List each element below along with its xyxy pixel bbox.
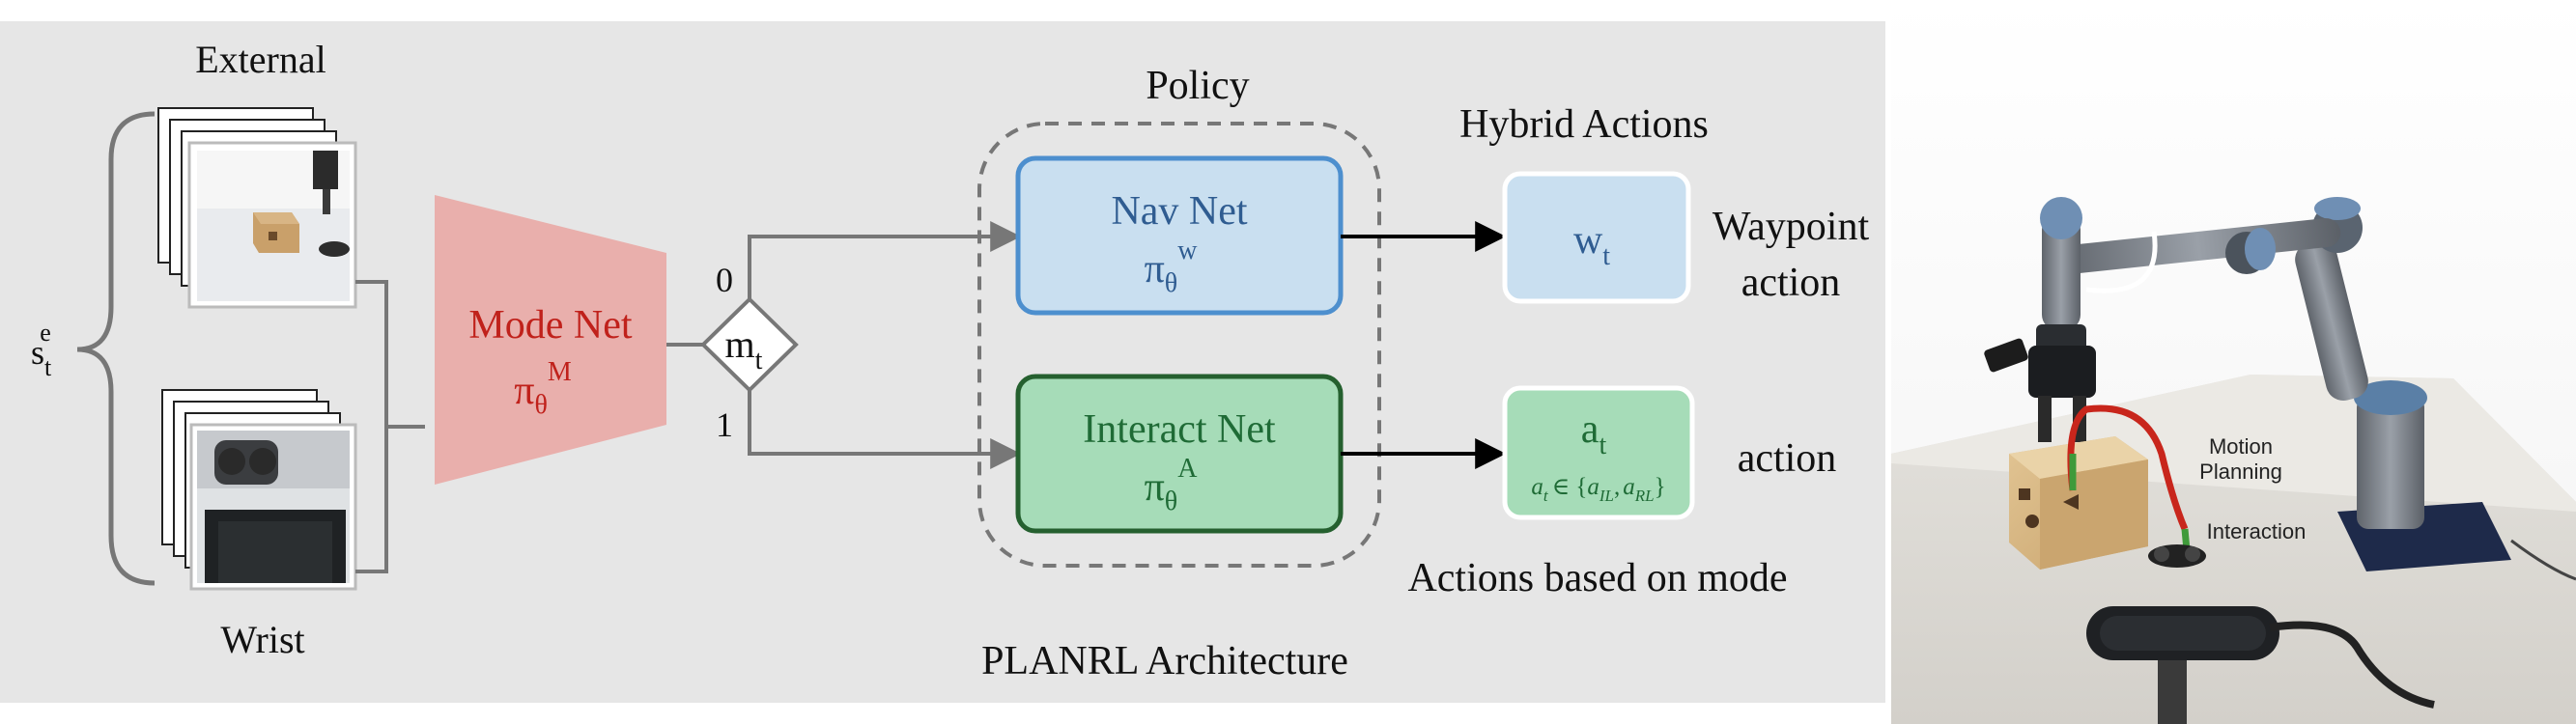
motion-planning-label-line2: Planning (2199, 459, 2282, 484)
action-symbol: at (1581, 407, 1607, 460)
action-label: action (1738, 436, 1837, 481)
mode-net-symbol: πθM (514, 357, 572, 420)
figure-title: PLANRL Architecture (981, 639, 1348, 683)
interaction-label: Interaction (2207, 519, 2307, 543)
interact-net-label: Interact Net (1083, 407, 1276, 452)
interact-net-symbol: πθA (1145, 454, 1199, 516)
external-label: External (195, 38, 326, 81)
branch-1-arrow (748, 390, 1022, 469)
state-symbol: ste (31, 319, 52, 381)
action-output-box (1502, 385, 1695, 520)
action-set-expression: at∈ {aIL,aRL} (1531, 474, 1665, 505)
hybrid-actions-label: Hybrid Actions (1459, 102, 1709, 147)
images-to-mode-net-connector (355, 280, 425, 573)
branch-1-label: 1 (716, 405, 733, 444)
mode-net-block (435, 195, 666, 485)
motion-planning-path (2067, 404, 2189, 531)
policy-label: Policy (1146, 64, 1249, 108)
motion-planning-label-line1: Motion (2209, 434, 2273, 459)
waypoint-label-line2: action (1741, 261, 1841, 305)
mode-switch-symbol: mt (725, 322, 763, 376)
actions-based-on-mode-label: Actions based on mode (1407, 556, 1787, 600)
input-brace (76, 111, 156, 586)
waypoint-label-line1: Waypoint (1713, 205, 1870, 249)
waypoint-symbol: wt (1573, 218, 1610, 271)
nav-net-symbol: πθw (1145, 236, 1199, 298)
external-camera-stack (157, 107, 357, 309)
wrist-camera-stack (161, 389, 357, 591)
wrist-label: Wrist (220, 618, 304, 661)
external-camera-image (197, 151, 350, 301)
waypoint-output-box (1502, 171, 1691, 304)
branch-0-arrow (748, 221, 1022, 299)
mode-net-label: Mode Net (468, 303, 632, 348)
branch-0-label: 0 (716, 261, 733, 299)
nav-net-label: Nav Net (1111, 189, 1247, 234)
wrist-camera-image (197, 431, 350, 583)
robot-scene-photo: Motion Planning Interaction (1891, 0, 2576, 724)
